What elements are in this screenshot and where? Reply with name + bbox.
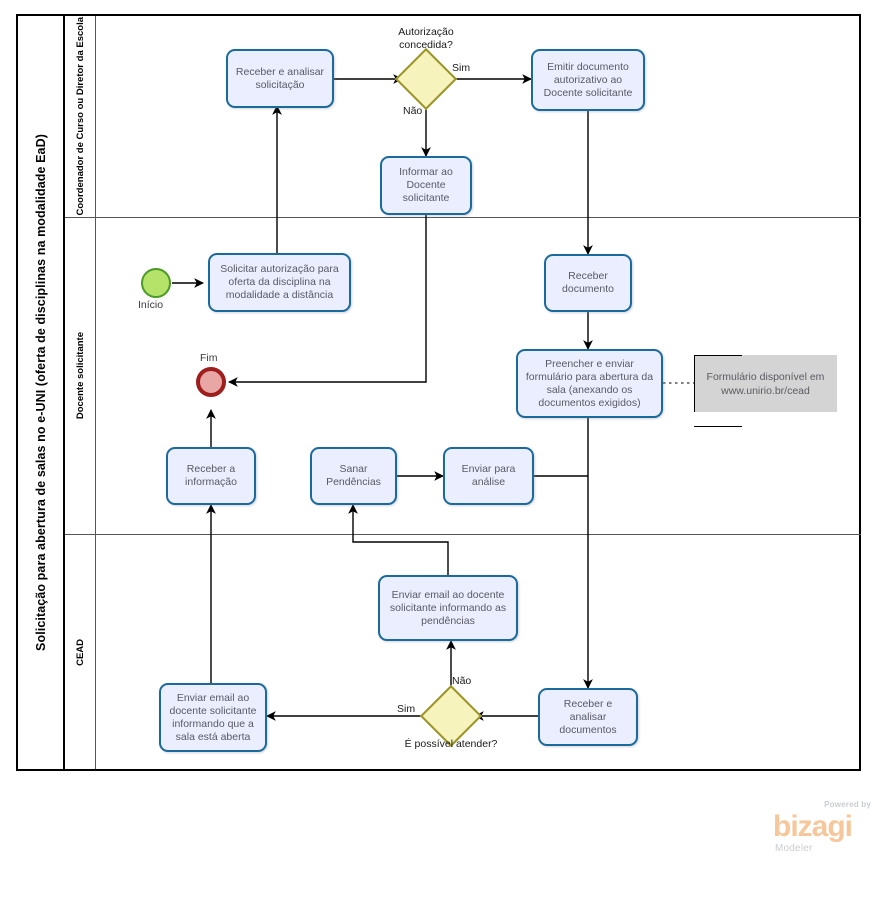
task-label: Enviar email ao docente solicitante info… bbox=[169, 691, 257, 743]
task-receber-documento[interactable]: Receber documento bbox=[544, 254, 632, 312]
task-label: Receber e analisar documentos bbox=[559, 697, 617, 736]
task-label: Receber a informação bbox=[185, 463, 237, 488]
task-label: Receber e analisar solicitação bbox=[235, 65, 325, 91]
task-preencher-enviar-formulario[interactable]: Preencher e enviar formulário para abert… bbox=[516, 349, 663, 418]
lane-label-coordenador: Coordenador de Curso ou Diretor da Escol… bbox=[65, 16, 96, 217]
task-label: Enviar email ao docente solicitante info… bbox=[389, 588, 507, 627]
bizagi-branding: Powered by bizagi Modeler bbox=[773, 800, 873, 862]
task-enviar-email-sala-aberta[interactable]: Enviar email ao docente solicitante info… bbox=[159, 683, 267, 752]
bizagi-wordmark: bizagi bbox=[773, 810, 853, 843]
lane-label-coordenador-text: Coordenador de Curso ou Diretor da Escol… bbox=[74, 17, 86, 216]
lane-cead: CEAD bbox=[65, 534, 861, 769]
task-label: Solicitar autorização para oferta da dis… bbox=[220, 263, 339, 301]
task-receber-informacao[interactable]: Receber a informação bbox=[166, 447, 256, 505]
lane-label-docente-text: Docente solicitante bbox=[74, 332, 86, 420]
task-solicitar-autorizacao[interactable]: Solicitar autorização para oferta da dis… bbox=[208, 253, 351, 312]
task-sanar-pendencias[interactable]: Sanar Pendências bbox=[310, 447, 397, 505]
lane-label-docente: Docente solicitante bbox=[65, 218, 96, 534]
powered-by-label: Powered by bbox=[824, 800, 871, 809]
task-label: Enviar para análise bbox=[461, 463, 516, 488]
gateway-autorizacao-caption: Autorização concedida? bbox=[398, 26, 454, 51]
task-label: Informar ao Docente solicitante bbox=[399, 166, 453, 204]
bizagi-product-label: Modeler bbox=[775, 843, 813, 854]
gateway-possivel-atender-caption: É possível atender? bbox=[404, 738, 498, 750]
flow-label-autorizacao-nao: Não bbox=[403, 105, 423, 117]
end-event-label: Fim bbox=[200, 352, 218, 364]
lane-label-cead: CEAD bbox=[65, 535, 96, 769]
task-label: Preencher e enviar formulário para abert… bbox=[525, 357, 654, 409]
lane-docente: Docente solicitante bbox=[65, 217, 861, 534]
end-event[interactable] bbox=[196, 367, 226, 397]
start-event[interactable] bbox=[141, 268, 171, 298]
task-informar-docente[interactable]: Informar ao Docente solicitante bbox=[380, 156, 472, 215]
task-receber-analisar-documentos[interactable]: Receber e analisar documentos bbox=[538, 688, 638, 746]
task-label: Sanar Pendências bbox=[326, 463, 381, 488]
flow-label-atender-nao: Não bbox=[452, 675, 472, 687]
start-event-label: Início bbox=[138, 299, 164, 311]
task-enviar-para-analise[interactable]: Enviar para análise bbox=[443, 447, 534, 505]
lane-label-cead-text: CEAD bbox=[74, 638, 86, 666]
pool-title: Solicitação para abertura de salas no e-… bbox=[18, 16, 65, 769]
pool-title-text: Solicitação para abertura de salas no e-… bbox=[33, 134, 48, 651]
task-emitir-documento[interactable]: Emitir documento autorizativo ao Docente… bbox=[531, 49, 645, 111]
flow-label-autorizacao-sim: Sim bbox=[452, 62, 471, 74]
lane-coordenador: Coordenador de Curso ou Diretor da Escol… bbox=[65, 16, 861, 217]
task-label: Receber documento bbox=[562, 270, 614, 295]
task-enviar-email-pendencias[interactable]: Enviar email ao docente solicitante info… bbox=[378, 575, 518, 641]
annotation-formulario: Formulário disponível em www.unirio.br/c… bbox=[694, 355, 837, 412]
flow-label-atender-sim: Sim bbox=[397, 703, 416, 715]
annotation-text: Formulário disponível em www.unirio.br/c… bbox=[706, 370, 825, 397]
task-label: Emitir documento autorizativo ao Docente… bbox=[543, 60, 633, 99]
task-receber-analisar-solicitacao[interactable]: Receber e analisar solicitação bbox=[226, 49, 334, 108]
